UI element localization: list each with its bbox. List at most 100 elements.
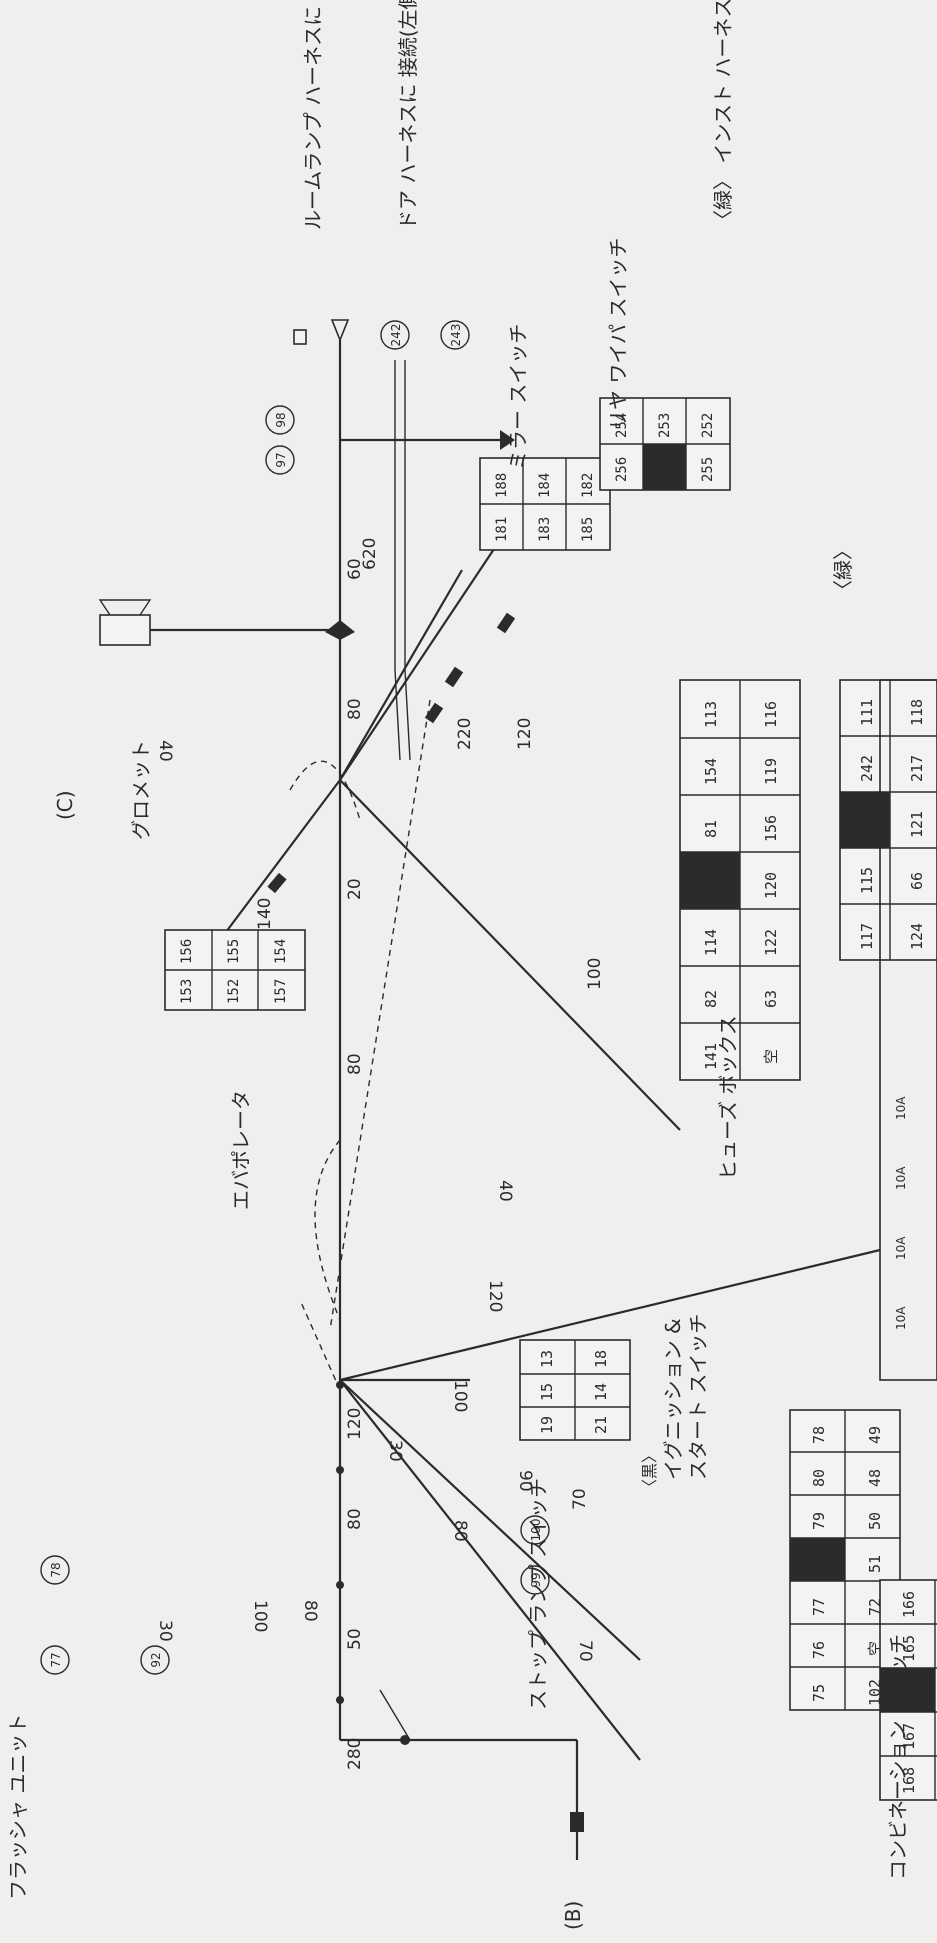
svg-text:124: 124 — [908, 923, 926, 950]
label-green: 〈緑〉 — [831, 540, 855, 600]
ref-door-242: 242 — [389, 324, 403, 347]
svg-text:154: 154 — [273, 939, 289, 964]
ignition-connector: 19 15 13 21 14 18 — [519, 1339, 631, 1441]
len-90: 90 — [515, 1470, 535, 1492]
svg-text:152: 152 — [226, 979, 242, 1004]
label-mirror-switch: ミラー スイッチ — [506, 324, 530, 470]
svg-text:182: 182 — [580, 473, 596, 498]
svg-text:181: 181 — [494, 517, 510, 542]
svg-text:117: 117 — [858, 923, 876, 950]
len-40-a: 40 — [155, 740, 175, 762]
ref-stop-100: 100 — [529, 1519, 543, 1542]
ref-flasher-78: 78 — [49, 1562, 63, 1577]
svg-text:253: 253 — [657, 413, 673, 438]
svg-text:121: 121 — [908, 811, 926, 838]
combination-sw-connector: 168 167 165 166 空 空 169 空 254 — [879, 1579, 937, 1801]
len-80-a: 80 — [345, 1508, 365, 1530]
label-ignition-1: イグニッション & — [661, 1318, 685, 1480]
label-point-c: (C) — [53, 790, 77, 820]
svg-text:81: 81 — [702, 820, 720, 838]
svg-text:76: 76 — [810, 1641, 828, 1659]
svg-text:15: 15 — [538, 1383, 556, 1401]
svg-text:242: 242 — [858, 755, 876, 782]
svg-text:155: 155 — [226, 939, 242, 964]
inst-connector-grid: 141 82 114 81 154 113 空 63 122 120 156 1… — [679, 679, 801, 1081]
evaporator-connector: 153 156 152 155 157 154 — [164, 929, 306, 1011]
svg-text:48: 48 — [866, 1469, 884, 1487]
len-40-b: 40 — [495, 1180, 515, 1202]
len-70-b: 70 — [575, 1640, 595, 1662]
svg-text:166: 166 — [900, 1591, 918, 1618]
svg-text:49: 49 — [866, 1426, 884, 1444]
label-point-b: (B) — [561, 1901, 585, 1930]
len-100-b: 100 — [450, 1380, 470, 1412]
svg-text:185: 185 — [580, 517, 596, 542]
svg-text:167: 167 — [900, 1723, 918, 1750]
label-grommet: グロメット — [129, 740, 153, 840]
svg-text:21: 21 — [592, 1416, 610, 1434]
len-120-b: 120 — [515, 718, 535, 750]
svg-text:141: 141 — [702, 1043, 720, 1070]
len-100-a: 100 — [585, 958, 605, 990]
label-inst-harness: 〈緑〉 インスト ハーネスに 接続 — [711, 0, 735, 230]
dashed-lines — [289, 699, 431, 1391]
svg-text:50: 50 — [866, 1512, 884, 1530]
combination-main-connector: 75 76 77 79 80 78 102 空 72 51 50 48 49 — [789, 1409, 901, 1711]
ref-flasher-92: 92 — [149, 1652, 163, 1667]
reference-circles — [40, 320, 550, 1675]
svg-text:111: 111 — [858, 699, 876, 726]
len-80-e: 80 — [300, 1600, 320, 1622]
len-120-a: 120 — [345, 1408, 365, 1440]
svg-text:14: 14 — [592, 1383, 610, 1401]
svg-text:120: 120 — [762, 872, 780, 899]
svg-text:217: 217 — [908, 755, 926, 782]
svg-text:188: 188 — [494, 473, 510, 498]
len-20: 20 — [345, 878, 365, 900]
len-140: 140 — [255, 898, 275, 930]
svg-text:252: 252 — [700, 413, 716, 438]
svg-text:78: 78 — [810, 1426, 828, 1444]
svg-text:116: 116 — [762, 701, 780, 728]
ref-room-98: 98 — [274, 412, 288, 427]
label-evaporator: エバポレータ — [229, 1090, 253, 1210]
fuse-box-outline — [879, 679, 937, 1381]
svg-text:82: 82 — [702, 990, 720, 1008]
svg-text:13: 13 — [538, 1350, 556, 1368]
label-room-lamp: ルームランプ ハーネスに 接続 — [301, 0, 325, 230]
svg-text:157: 157 — [273, 979, 289, 1004]
svg-text:184: 184 — [537, 473, 553, 498]
label-flasher-unit: フラッシャ ユニット — [6, 1714, 30, 1900]
len-50: 50 — [345, 1628, 365, 1650]
svg-text:255: 255 — [700, 457, 716, 482]
len-280: 280 — [345, 1738, 365, 1770]
fuse-4: 10A — [894, 1096, 908, 1120]
len-70-a: 70 — [570, 1488, 590, 1510]
label-door-harness: ドア ハーネスに 接続(左側) — [396, 0, 420, 230]
len-120-c: 120 — [485, 1280, 505, 1312]
svg-text:119: 119 — [762, 758, 780, 785]
label-stop-lamp: ストップ ランプ スイッチ — [526, 1478, 550, 1710]
conduit-620 — [394, 360, 411, 761]
len-620: 620 — [360, 538, 380, 570]
label-ignition-2: スタート スイッチ — [686, 1314, 710, 1480]
len-220: 220 — [455, 718, 475, 750]
rear-wiper-connector: 256 254 255 253 252 — [599, 397, 731, 491]
svg-text:154: 154 — [702, 758, 720, 785]
label-black: 〈黒〉 — [640, 1447, 659, 1495]
svg-text:118: 118 — [908, 699, 926, 726]
svg-text:63: 63 — [762, 990, 780, 1008]
len-80-c: 80 — [345, 698, 365, 720]
svg-text:79: 79 — [810, 1512, 828, 1530]
svg-text:113: 113 — [702, 701, 720, 728]
len-80-d: 80 — [450, 1520, 470, 1542]
svg-text:空: 空 — [762, 1049, 780, 1064]
label-rear-wiper: リヤ ワイパ スイッチ — [606, 238, 630, 430]
label-combination: コンビネーション スイッチ — [886, 1634, 910, 1880]
ref-door-243: 243 — [449, 324, 463, 347]
svg-text:51: 51 — [866, 1555, 884, 1573]
svg-text:19: 19 — [538, 1416, 556, 1434]
svg-text:115: 115 — [858, 867, 876, 894]
svg-text:77: 77 — [810, 1598, 828, 1616]
